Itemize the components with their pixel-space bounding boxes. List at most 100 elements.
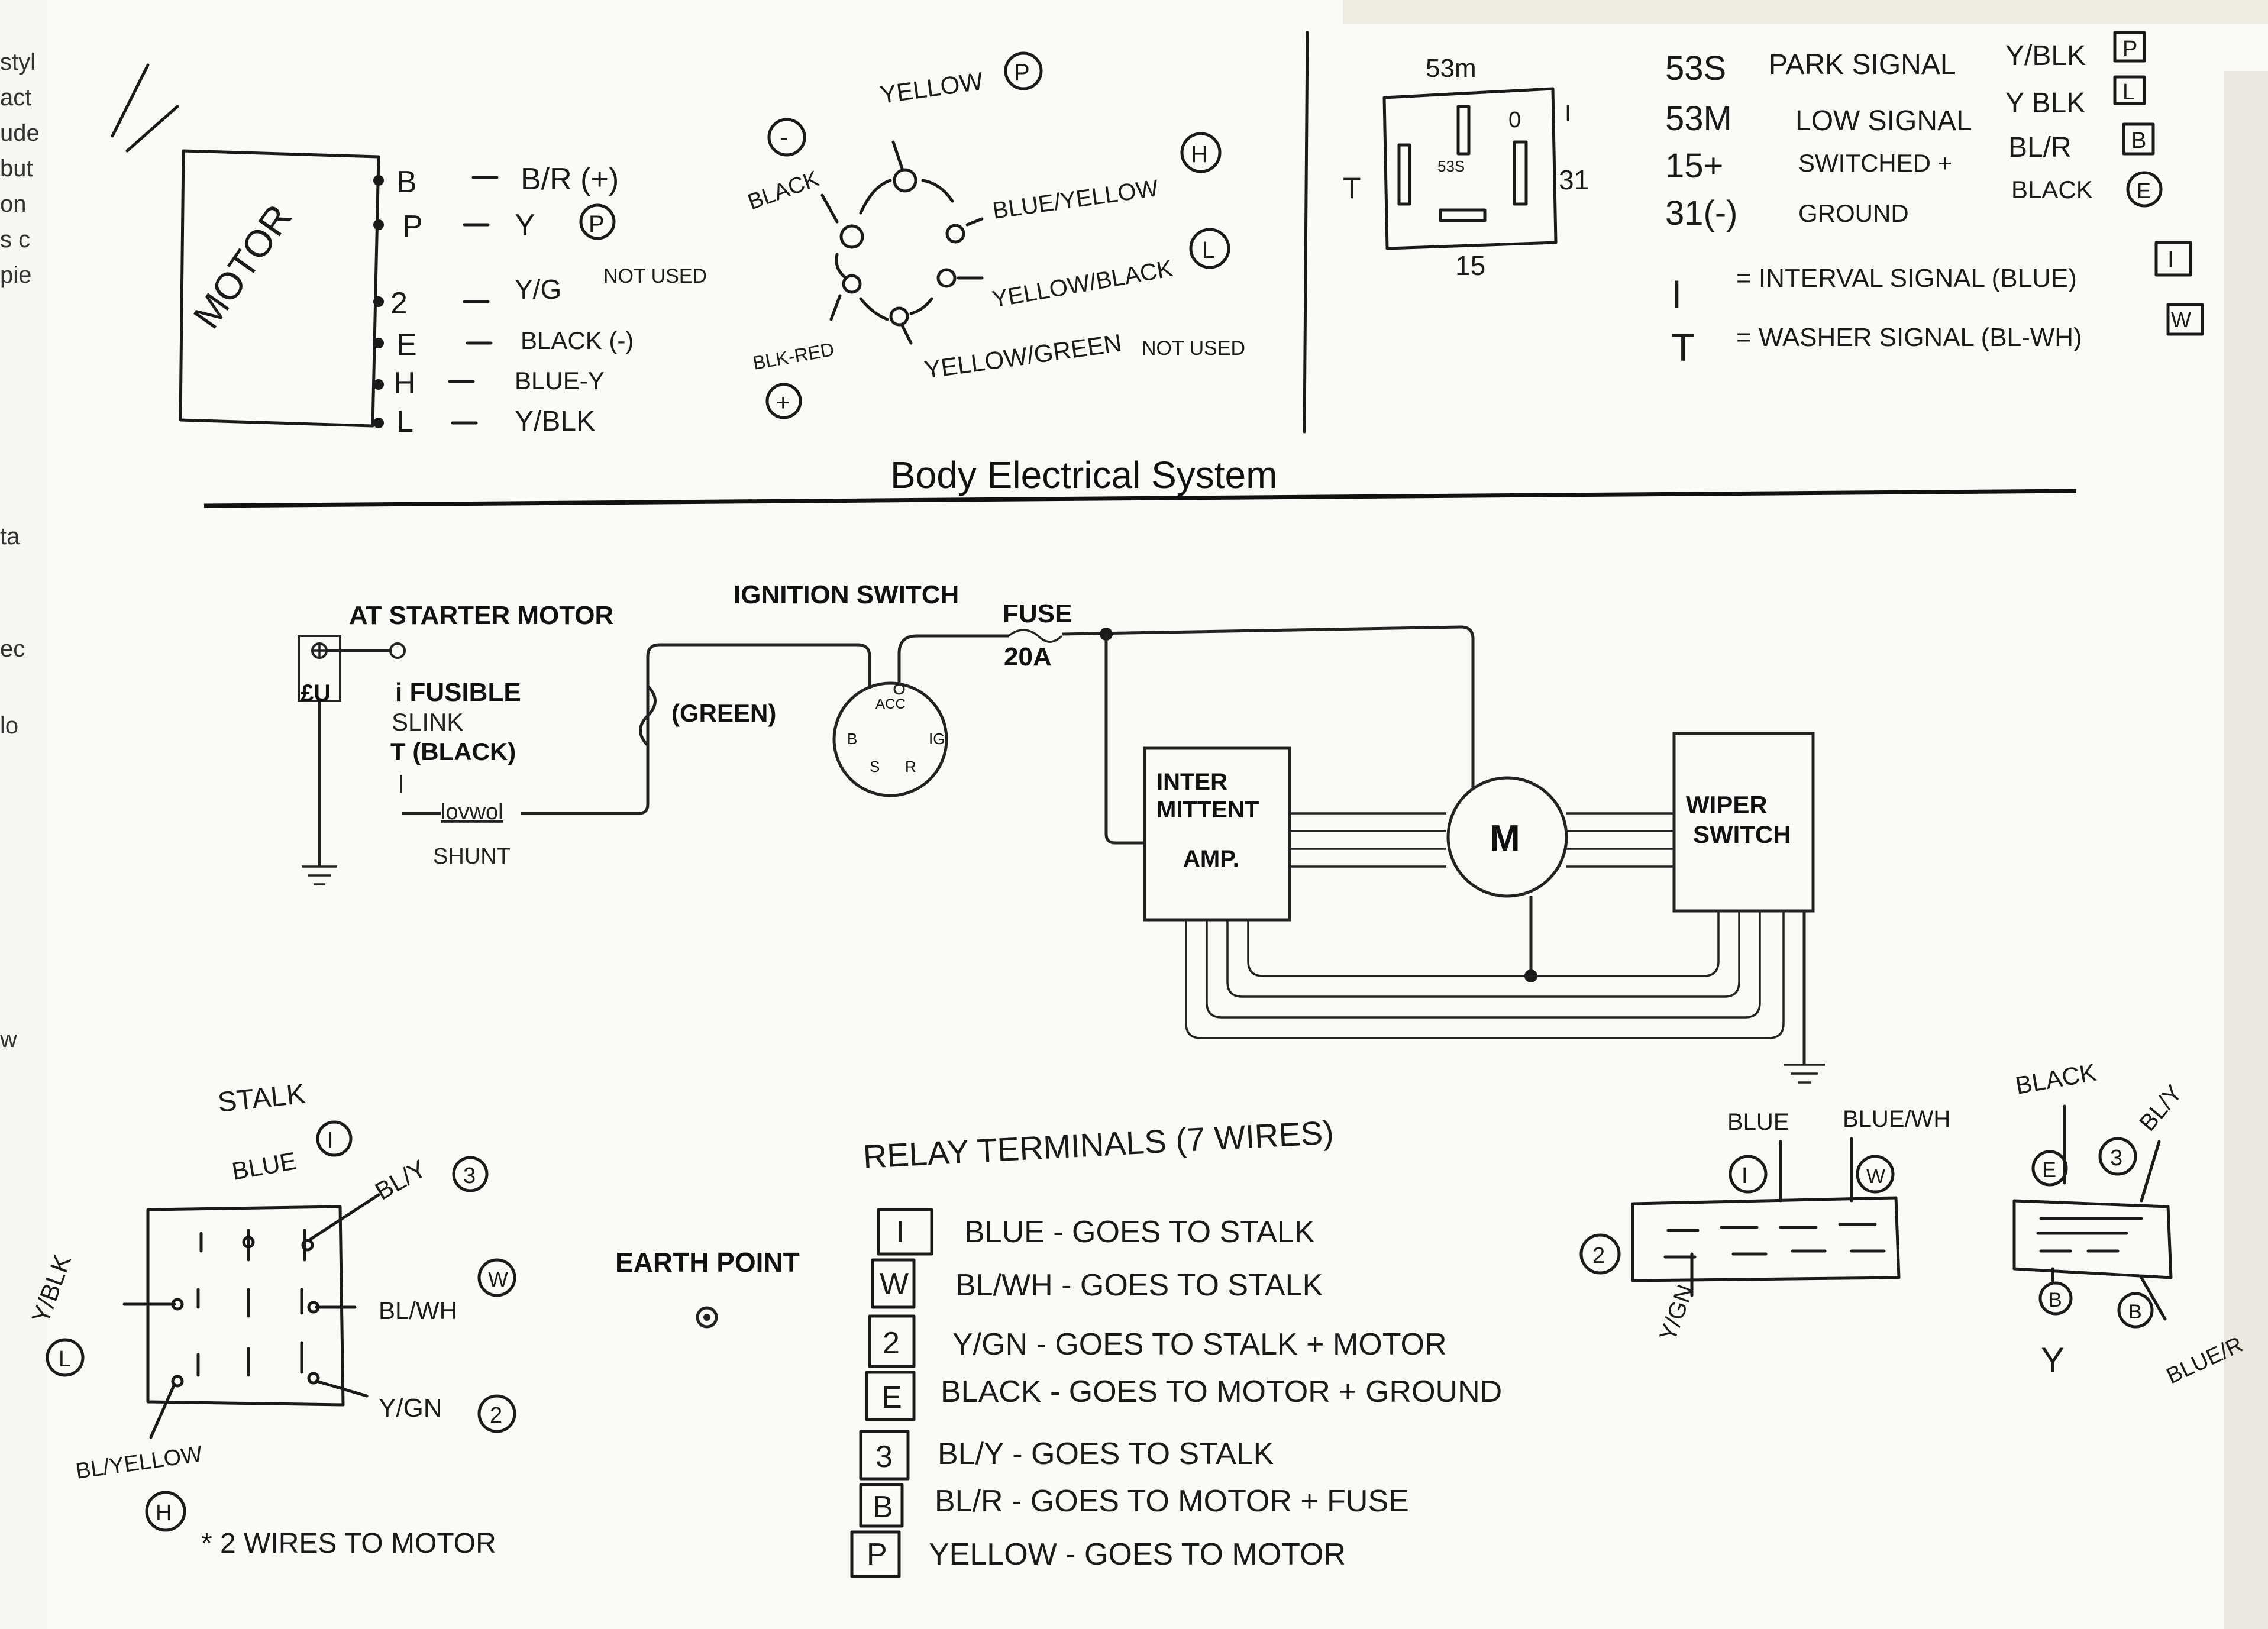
fuse-value: 20A (1004, 642, 1052, 671)
motor-wire: Y/BLK (515, 406, 595, 437)
motor-symbol: M (1490, 818, 1520, 859)
relay-label: T (1343, 172, 1361, 205)
legend-box: I (2167, 247, 2174, 273)
fragment-text: on (0, 191, 27, 217)
circle-label: H (156, 1501, 172, 1525)
fragment-text: ec (0, 636, 25, 662)
relay-label: 53S (1437, 157, 1465, 175)
legend-code: 15+ (1665, 147, 1723, 185)
legend-row: T = WASHER SIGNAL (BL-WH) W (1671, 303, 2204, 369)
legend-desc: LOW SIGNAL (1795, 105, 1972, 137)
terminal-box: E (881, 1381, 902, 1415)
legend-box: W (2171, 308, 2191, 332)
circle-label: B (2049, 1289, 2062, 1311)
ign-s: S (870, 758, 880, 775)
legend-code: 53S (1665, 49, 1726, 88)
fragment-text: act (0, 85, 31, 111)
legend-row: 53S PARK SIGNAL Y/BLK P (1665, 31, 2146, 88)
terminal-box: 2 (883, 1326, 900, 1360)
circle-label: W (1866, 1165, 1885, 1188)
terminal-box: I (896, 1215, 904, 1249)
circle-label: 2 (1592, 1243, 1605, 1268)
terminal-box: 3 (875, 1440, 893, 1474)
legend-color: Y/BLK (2005, 40, 2086, 72)
legend-code: 53M (1665, 99, 1732, 138)
legend-box: E (2137, 179, 2151, 203)
relay-legend: 53S PARK SIGNAL Y/BLK P 53M LOW SIGNAL Y… (1665, 31, 2204, 369)
ign-r: R (905, 758, 916, 775)
terminal-box: P (867, 1537, 887, 1572)
fusible-label: i FUSIBLE (395, 678, 521, 707)
green-wire-switch (639, 685, 657, 746)
schematic: AT STARTER MOTOR £U i FUSIBLE SLINK T (B… (298, 580, 1825, 1084)
stalk-label: Y/GN (379, 1394, 442, 1423)
amp-label: AMP. (1183, 846, 1239, 872)
circle-label: P (589, 211, 605, 237)
ign-b: B (847, 730, 857, 748)
divider-line (1303, 31, 1309, 434)
circle-label: 3 (2110, 1146, 2122, 1171)
plug-b-body (2012, 1199, 2173, 1279)
amp-label: MITTENT (1156, 797, 1259, 823)
motor-wire: Y/G (515, 274, 561, 305)
eu-label: £U (301, 680, 331, 706)
legend-color: BLACK (2011, 176, 2093, 203)
legend-box: P (2122, 37, 2137, 62)
fuse-symbol (1007, 629, 1063, 643)
relay-label: 31 (1559, 164, 1589, 195)
fragment-text: pie (0, 262, 31, 288)
motor-pin: B (396, 165, 417, 199)
ignition-label: IGNITION SWITCH (734, 580, 959, 609)
motor-pin: P (402, 209, 423, 244)
starter-label: AT STARTER MOTOR (349, 601, 613, 630)
ground-symbol (1784, 1064, 1825, 1084)
terminal-row: BL/WH - GOES TO STALK (955, 1268, 1323, 1302)
earth-point-symbol (696, 1306, 718, 1329)
circle-label: I (1742, 1163, 1748, 1188)
motor-wire: BLUE-Y (515, 367, 605, 395)
motor-box (179, 149, 380, 428)
stalk-box (146, 1205, 345, 1407)
legend-desc: PARK SIGNAL (1769, 49, 1956, 80)
terminal-row: BLUE - GOES TO STALK (964, 1215, 1315, 1249)
terminal-row: YELLOW - GOES TO MOTOR (929, 1537, 1346, 1572)
terminal-row: BL/Y - GOES TO STALK (938, 1437, 1274, 1471)
terminal-row: BLACK - GOES TO MOTOR + GROUND (941, 1375, 1502, 1409)
green-label: (GREEN) (671, 699, 776, 727)
motor-pin: H (393, 366, 416, 400)
legend-code: 31(-) (1665, 194, 1737, 232)
pen-marks (111, 63, 179, 153)
legend-box: B (2131, 128, 2146, 153)
legend-box: L (2122, 80, 2135, 105)
motor-wire-note: NOT USED (603, 265, 707, 287)
intermittent-amp (1143, 746, 1291, 922)
legend-code: I (1671, 272, 1682, 316)
relay-label: 53m (1426, 54, 1477, 83)
circle-label: B (2128, 1301, 2142, 1323)
background-doc-fragments: styl act ude but on s c pie ta ec lo w (0, 49, 40, 1052)
legend-desc: = WASHER SIGNAL (BL-WH) (1736, 323, 2082, 352)
earth-point-label: EARTH POINT (615, 1247, 800, 1278)
ign-acc: ACC (875, 696, 906, 712)
ground-symbol (302, 865, 337, 885)
fragment-text: styl (0, 49, 35, 75)
shunt-label: SHUNT (433, 844, 511, 869)
right-page-edge (2224, 71, 2268, 1629)
legend-color: Y BLK (2005, 88, 2085, 119)
circle-label: I (327, 1128, 334, 1153)
ignition-switch (832, 681, 948, 797)
fragment-text: w (0, 1026, 17, 1052)
relay-label: 15 (1455, 250, 1485, 281)
paper-top-strip (1343, 0, 2268, 24)
legend-row: 53M LOW SIGNAL Y BLK L (1665, 75, 2146, 138)
wiper-label: SWITCH (1693, 820, 1791, 848)
terminal-box: W (880, 1267, 909, 1301)
legend-desc: = INTERVAL SIGNAL (BLUE) (1736, 264, 2077, 293)
circle-label: H (1191, 141, 1208, 167)
plug-label: BLUE (1727, 1109, 1789, 1135)
circle-label: - (780, 123, 788, 151)
terminal-row: Y/GN - GOES TO STALK + MOTOR (952, 1327, 1447, 1362)
legend-code: T (1671, 325, 1695, 369)
circle-label: 3 (463, 1163, 476, 1188)
